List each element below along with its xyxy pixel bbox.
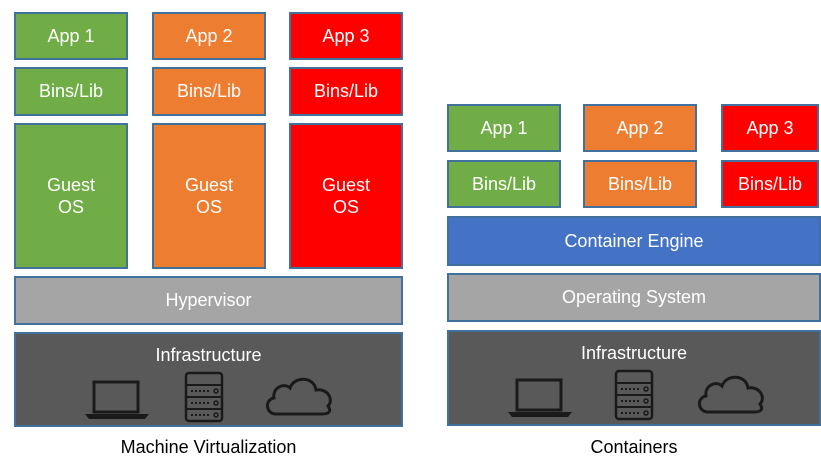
vm-app-1-box: App 1 xyxy=(14,12,128,60)
server-icon xyxy=(614,369,654,421)
containers-app-3-label: App 3 xyxy=(746,117,794,138)
vm-bins-3-box: Bins/Lib xyxy=(289,67,403,116)
containers-bins-2-box: Bins/Lib xyxy=(583,160,697,208)
vm-app-2-label: App 2 xyxy=(185,25,233,46)
vm-infrastructure-layer: Infrastructure xyxy=(14,332,403,427)
vm-app-3-label: App 3 xyxy=(322,25,370,46)
cloud-icon xyxy=(698,375,764,414)
vm-app-3-box: App 3 xyxy=(289,12,403,60)
vm-guest-os-3-label: Guest OS xyxy=(321,174,371,218)
vm-guest-os-2-box: Guest OS xyxy=(152,123,266,269)
vm-bins-1-box: Bins/Lib xyxy=(14,67,128,116)
containers-app-2-box: App 2 xyxy=(583,104,697,152)
vm-app-1-label: App 1 xyxy=(47,25,95,46)
vm-bins-3-label: Bins/Lib xyxy=(313,81,379,102)
containers-bins-3-label: Bins/Lib xyxy=(737,173,803,194)
operating-system-layer: Operating System xyxy=(447,273,821,322)
vm-bins-2-box: Bins/Lib xyxy=(152,67,266,116)
vm-guest-os-2-label: Guest OS xyxy=(184,174,234,218)
container-engine-label: Container Engine xyxy=(564,230,704,251)
server-icon xyxy=(184,371,224,423)
vm-guest-os-1-label: Guest OS xyxy=(46,174,96,218)
containers-bins-3-box: Bins/Lib xyxy=(721,160,819,208)
containers-app-3-box: App 3 xyxy=(721,104,819,152)
vm-infrastructure-label: Infrastructure xyxy=(155,345,262,365)
containers-bins-2-label: Bins/Lib xyxy=(607,173,673,194)
vm-app-2-box: App 2 xyxy=(152,12,266,60)
containers-app-1-box: App 1 xyxy=(447,104,561,152)
vm-guest-os-1-box: Guest OS xyxy=(14,123,128,269)
vm-bins-1-label: Bins/Lib xyxy=(38,81,104,102)
laptop-icon xyxy=(508,378,572,417)
laptop-icon xyxy=(85,380,149,419)
cloud-icon xyxy=(266,377,332,416)
operating-system-label: Operating System xyxy=(561,287,707,308)
containers-caption: Containers xyxy=(590,437,678,457)
vm-caption: Machine Virtualization xyxy=(120,437,297,457)
containers-bins-1-label: Bins/Lib xyxy=(471,173,537,194)
container-engine-layer: Container Engine xyxy=(447,216,821,266)
vm-bins-2-label: Bins/Lib xyxy=(176,81,242,102)
vm-guest-os-3-box: Guest OS xyxy=(289,123,403,269)
containers-bins-1-box: Bins/Lib xyxy=(447,160,561,208)
containers-infrastructure-label: Infrastructure xyxy=(580,343,688,363)
vm-hypervisor-label: Hypervisor xyxy=(165,290,252,311)
containers-app-2-label: App 2 xyxy=(616,117,664,138)
vm-hypervisor-layer: Hypervisor xyxy=(14,276,403,325)
containers-app-1-label: App 1 xyxy=(480,117,528,138)
